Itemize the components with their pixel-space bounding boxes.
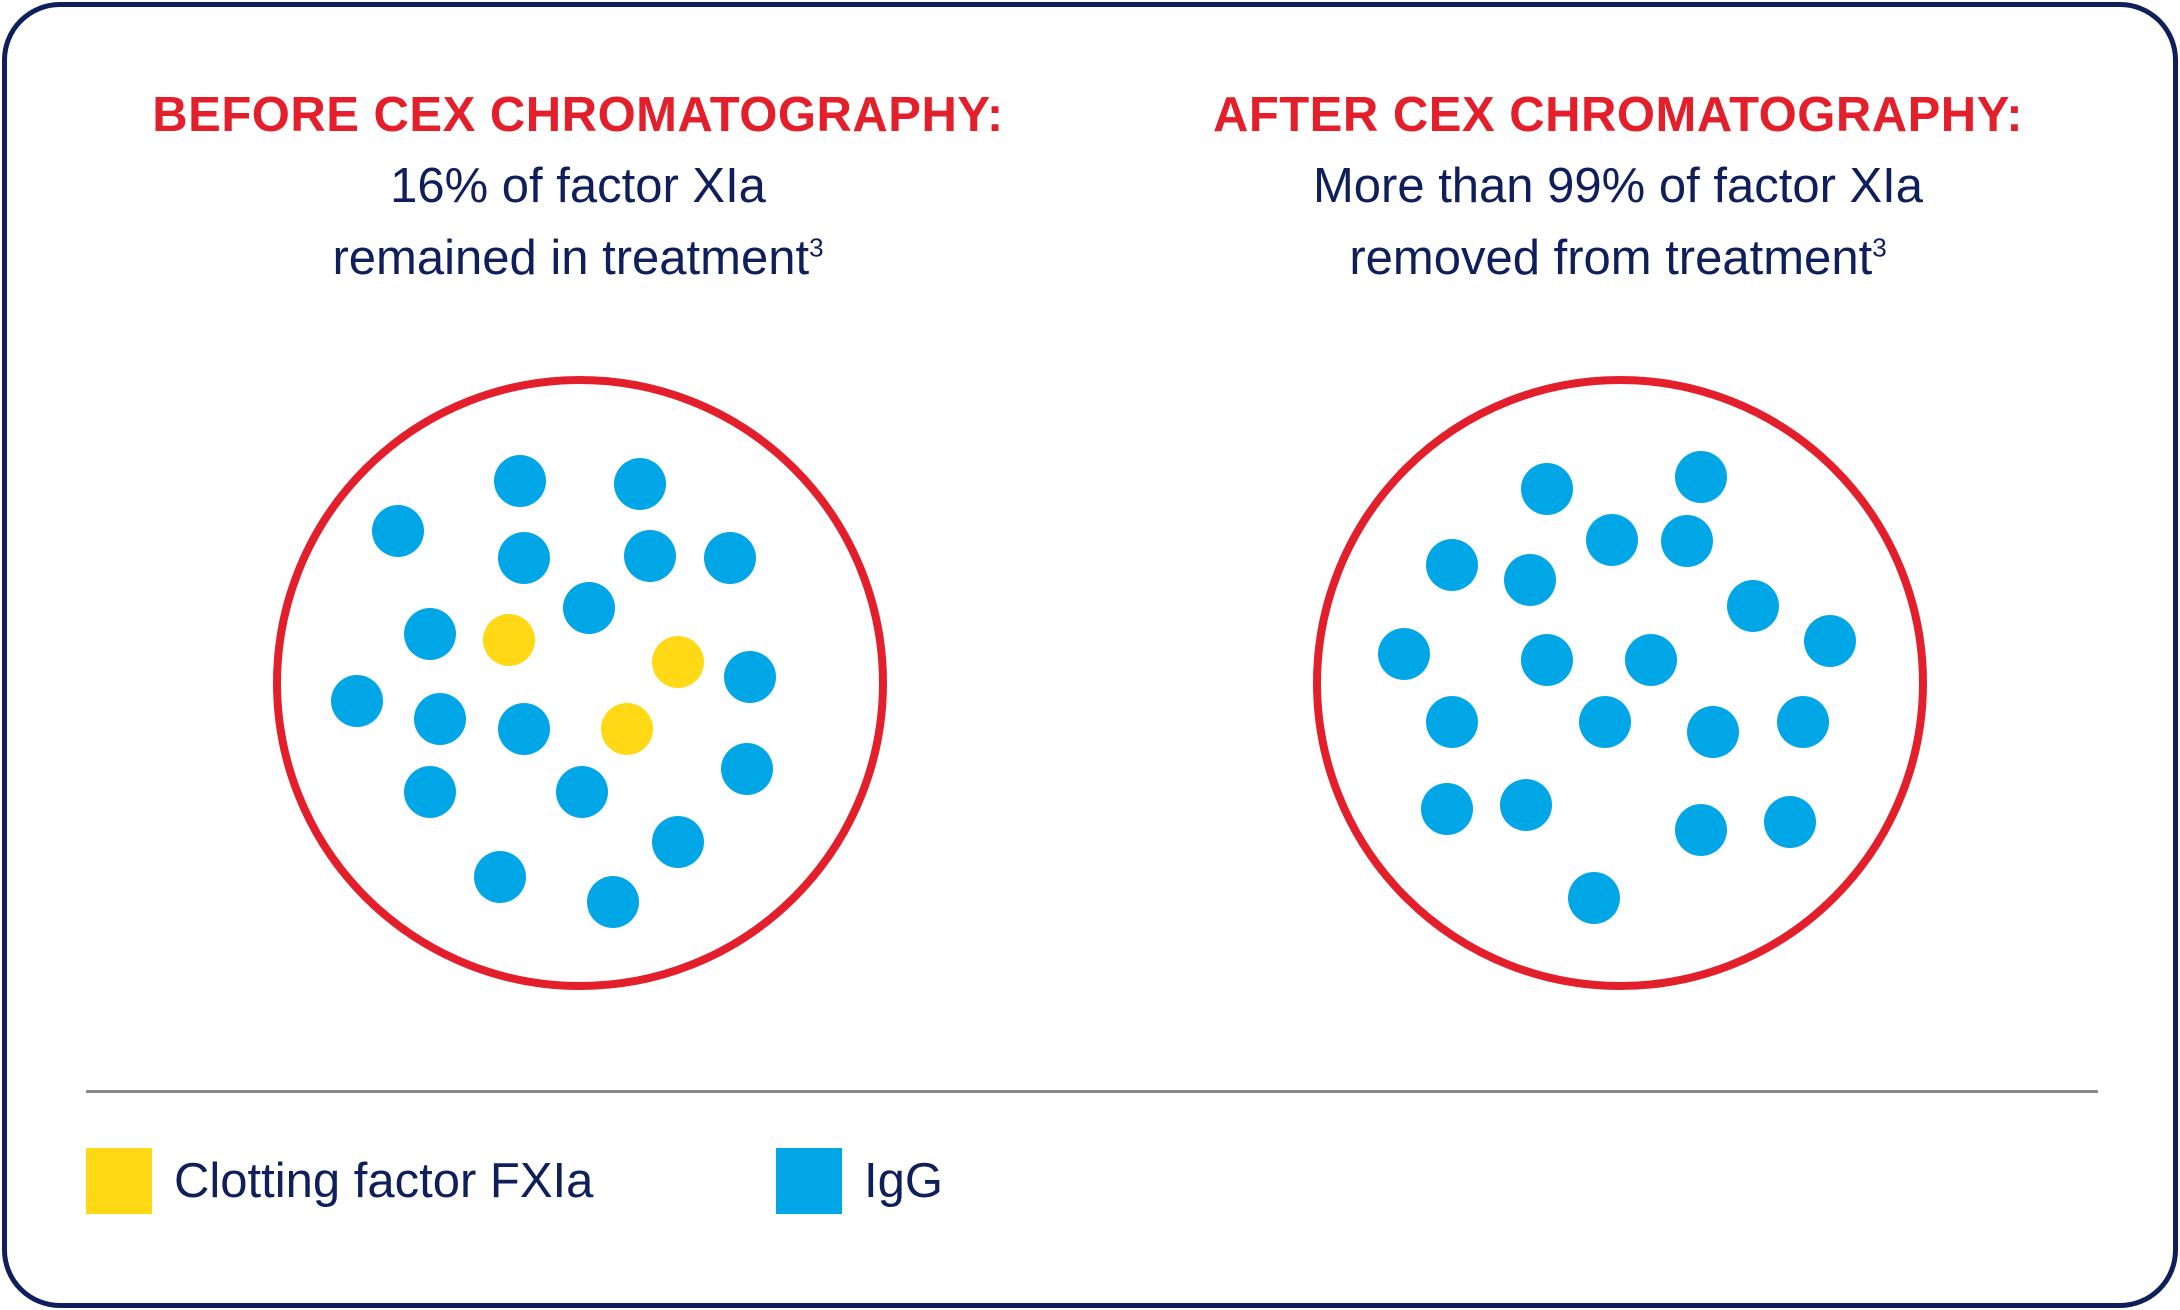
before-line-1: 16% of factor XIa — [390, 159, 766, 213]
after-headline: AFTER CEX CHROMATOGRAPHY: — [1212, 88, 2024, 142]
igg-swatch — [776, 1148, 842, 1214]
after-line-2: removed from treatment — [1349, 231, 1873, 285]
igg-particle — [587, 876, 639, 928]
igg-particle — [624, 530, 676, 582]
igg-particle — [1586, 514, 1638, 566]
igg-particle — [498, 532, 550, 584]
igg-particle — [1426, 539, 1478, 591]
igg-particle — [1521, 463, 1573, 515]
before-sample-circle — [273, 376, 887, 990]
before-subtitle: 16% of factor XIa remained in treatment3 — [128, 150, 1028, 294]
igg-particle — [1579, 696, 1631, 748]
after-particles — [1378, 451, 1856, 924]
igg-particle — [331, 675, 383, 727]
igg-particle — [1675, 804, 1727, 856]
igg-particle — [1661, 515, 1713, 567]
legend-item-igg: IgG — [776, 1148, 943, 1214]
after-subtitle: More than 99% of factor XIa removed from… — [1168, 150, 2068, 294]
before-line-2: remained in treatment — [332, 231, 810, 285]
after-sample-circle — [1313, 376, 1927, 990]
fxia-particle — [601, 703, 653, 755]
igg-particle — [556, 766, 608, 818]
before-headline: BEFORE CEX CHROMATOGRAPHY: — [152, 88, 1004, 142]
after-footnote-ref: 3 — [1872, 232, 1887, 263]
igg-particle — [404, 608, 456, 660]
igg-particle — [1421, 783, 1473, 835]
fxia-particle — [652, 636, 704, 688]
igg-particle — [1727, 580, 1779, 632]
igg-particle — [652, 816, 704, 868]
legend-label-igg: IgG — [864, 1154, 943, 1208]
igg-particle — [1521, 634, 1573, 686]
igg-particle — [1504, 554, 1556, 606]
igg-particle — [1500, 779, 1552, 831]
igg-particle — [1426, 696, 1478, 748]
legend-item-fxia: Clotting factor FXIa — [86, 1148, 593, 1214]
igg-particle — [704, 532, 756, 584]
igg-particle — [1687, 706, 1739, 758]
fxia-particle — [483, 614, 535, 666]
before-particles — [331, 455, 776, 928]
igg-particle — [614, 458, 666, 510]
igg-particle — [404, 766, 456, 818]
igg-particle — [1625, 634, 1677, 686]
after-title-block: AFTER CEX CHROMATOGRAPHY: More than 99% … — [1168, 80, 2068, 294]
before-footnote-ref: 3 — [809, 232, 824, 263]
igg-particle — [563, 582, 615, 634]
igg-particle — [372, 505, 424, 557]
igg-particle — [1378, 628, 1430, 680]
igg-particle — [721, 743, 773, 795]
igg-particle — [474, 851, 526, 903]
legend-divider — [86, 1090, 2098, 1093]
igg-particle — [1777, 696, 1829, 748]
igg-particle — [1675, 451, 1727, 503]
igg-particle — [414, 693, 466, 745]
before-title-block: BEFORE CEX CHROMATOGRAPHY: 16% of factor… — [128, 80, 1028, 294]
legend-label-fxia: Clotting factor FXIa — [174, 1154, 594, 1208]
fxia-swatch — [86, 1148, 152, 1214]
igg-particle — [494, 455, 546, 507]
igg-particle — [1568, 872, 1620, 924]
igg-particle — [498, 703, 550, 755]
igg-particle — [724, 651, 776, 703]
igg-particle — [1804, 615, 1856, 667]
after-line-1: More than 99% of factor XIa — [1312, 159, 1924, 213]
igg-particle — [1764, 796, 1816, 848]
